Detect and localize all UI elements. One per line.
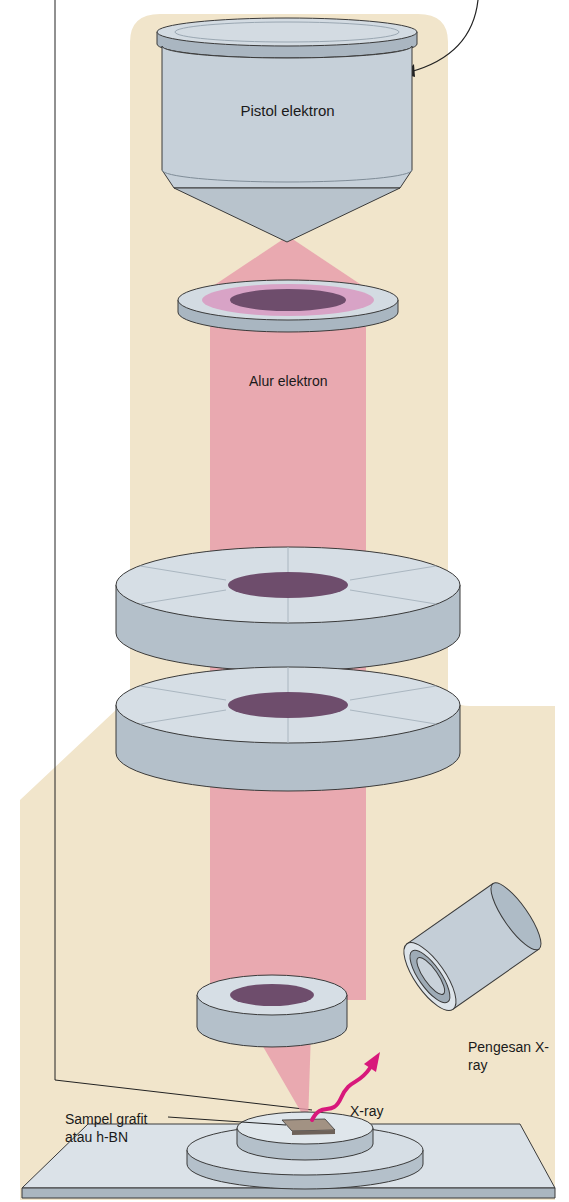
beam-label: Alur elektron <box>249 372 328 390</box>
aperture-glow <box>202 284 374 316</box>
node-text: Pistol elektron <box>150 102 425 121</box>
leader-line <box>168 1117 286 1125</box>
sample-side <box>292 1130 335 1135</box>
xray-label: X-ray <box>350 1102 383 1120</box>
lens-hole <box>228 692 348 718</box>
electron-gun: Pistol elektron <box>150 10 425 245</box>
lens-lines <box>140 547 436 623</box>
sample <box>282 1119 335 1131</box>
sample-label: Sampel grafit atau h-BN <box>65 1110 165 1146</box>
lens-hole <box>230 984 314 1006</box>
lens-top <box>116 547 460 623</box>
detector-label: Pengesan X-ray <box>468 1038 558 1074</box>
lens-hole <box>228 572 348 598</box>
aperture-top <box>178 280 398 320</box>
lens-top <box>116 667 460 743</box>
electron-gun <box>150 10 425 245</box>
xray-arrowhead <box>364 1052 380 1072</box>
xray-detector <box>395 877 549 1018</box>
curved-arrow <box>410 0 478 72</box>
lens-lines <box>140 667 436 743</box>
housing <box>20 14 555 1200</box>
base-plate-side <box>22 1188 555 1198</box>
lens-top <box>197 975 347 1015</box>
aperture-hole <box>230 289 346 311</box>
stage-top <box>187 1125 423 1175</box>
